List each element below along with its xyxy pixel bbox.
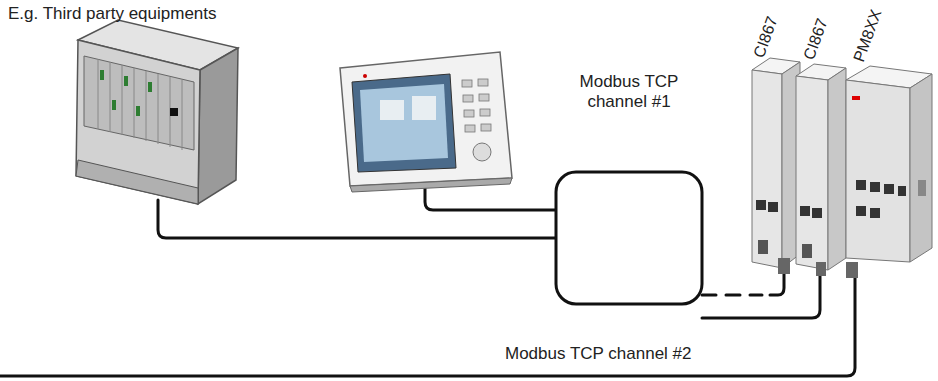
module-name: CI867: [801, 16, 831, 62]
module-name: PM8XX: [851, 8, 885, 64]
network-switch: [556, 172, 702, 304]
wire: [770, 272, 784, 295]
controller-node: PM8XX: [846, 2, 934, 272]
channel-label: Modbus TCP channel #2: [505, 344, 692, 364]
wire: [0, 276, 855, 376]
ci867-module: [752, 58, 800, 274]
wire: [158, 200, 556, 238]
module-node: CI867: [800, 2, 846, 272]
dashed-wire: [702, 294, 762, 297]
module-name: CI867: [751, 14, 781, 60]
module-node: CI867: [752, 2, 800, 272]
wire: [702, 272, 820, 318]
controller-module: [846, 66, 932, 262]
channel-label: Modbus TCP channel #1: [564, 72, 694, 113]
hmi-panel: [340, 52, 512, 192]
heading-label: E.g. Third party equipments: [8, 4, 217, 24]
rack-equipment: [76, 20, 238, 204]
